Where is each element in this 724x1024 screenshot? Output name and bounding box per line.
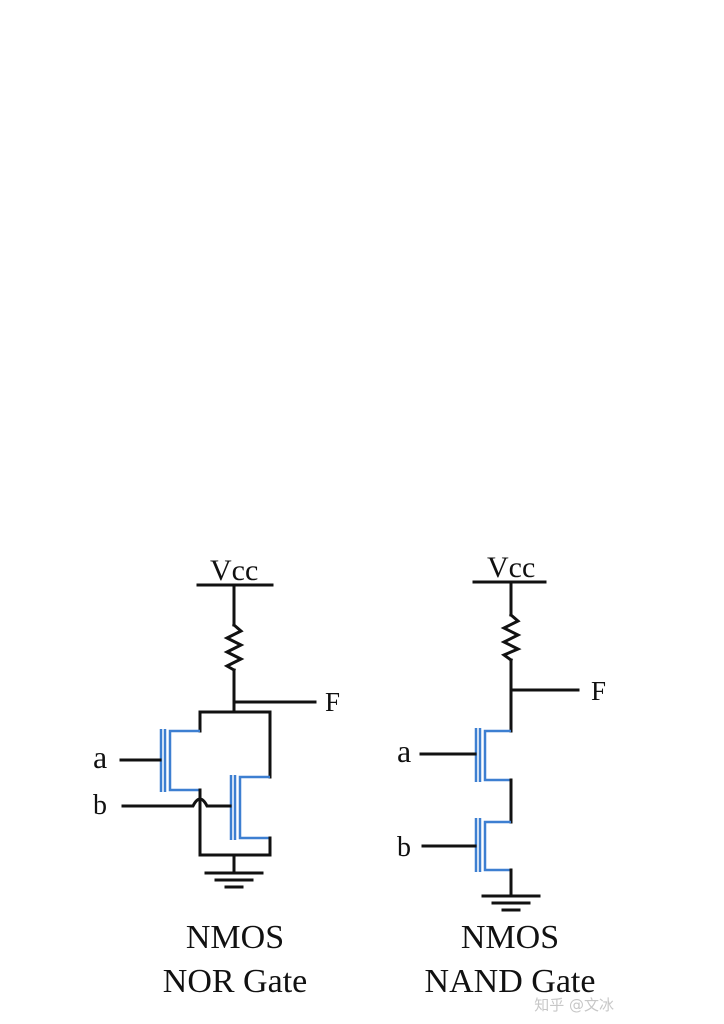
nand-input-b-label: b <box>397 832 411 863</box>
nand-ground-icon <box>481 894 541 912</box>
nand-caption-line1: NMOS <box>460 919 560 956</box>
nor-transistor-b <box>229 775 270 840</box>
nand-resistor-icon <box>500 612 522 663</box>
nor-resistor-icon <box>223 622 245 673</box>
nand-gate-circuit: Vcc F a b <box>397 551 606 912</box>
nand-transistor-a <box>474 728 511 782</box>
nor-input-b-wire <box>121 797 232 808</box>
watermark: 知乎 @文冰 <box>534 996 614 1014</box>
nand-caption-line2: NAND Gate <box>424 963 596 1000</box>
nor-transistor-a <box>159 729 200 792</box>
nand-input-a-label: a <box>397 733 411 769</box>
nor-gate-circuit: Vcc F a b <box>93 554 340 889</box>
nor-caption: NMOS NOR Gate <box>130 916 340 1004</box>
nor-caption-line2: NOR Gate <box>162 963 308 1000</box>
nand-vcc-label: Vcc <box>487 551 535 584</box>
nor-output-label: F <box>325 687 340 717</box>
nand-transistor-b <box>474 818 511 872</box>
nor-caption-line1: NMOS <box>185 919 285 956</box>
nor-input-b-label: b <box>93 790 107 821</box>
nor-ground-icon <box>204 871 264 889</box>
nor-vcc-label: Vcc <box>210 554 258 587</box>
nand-output-label: F <box>591 676 606 706</box>
nand-caption: NMOS NAND Gate <box>400 916 620 1004</box>
nor-input-a-label: a <box>93 739 107 775</box>
